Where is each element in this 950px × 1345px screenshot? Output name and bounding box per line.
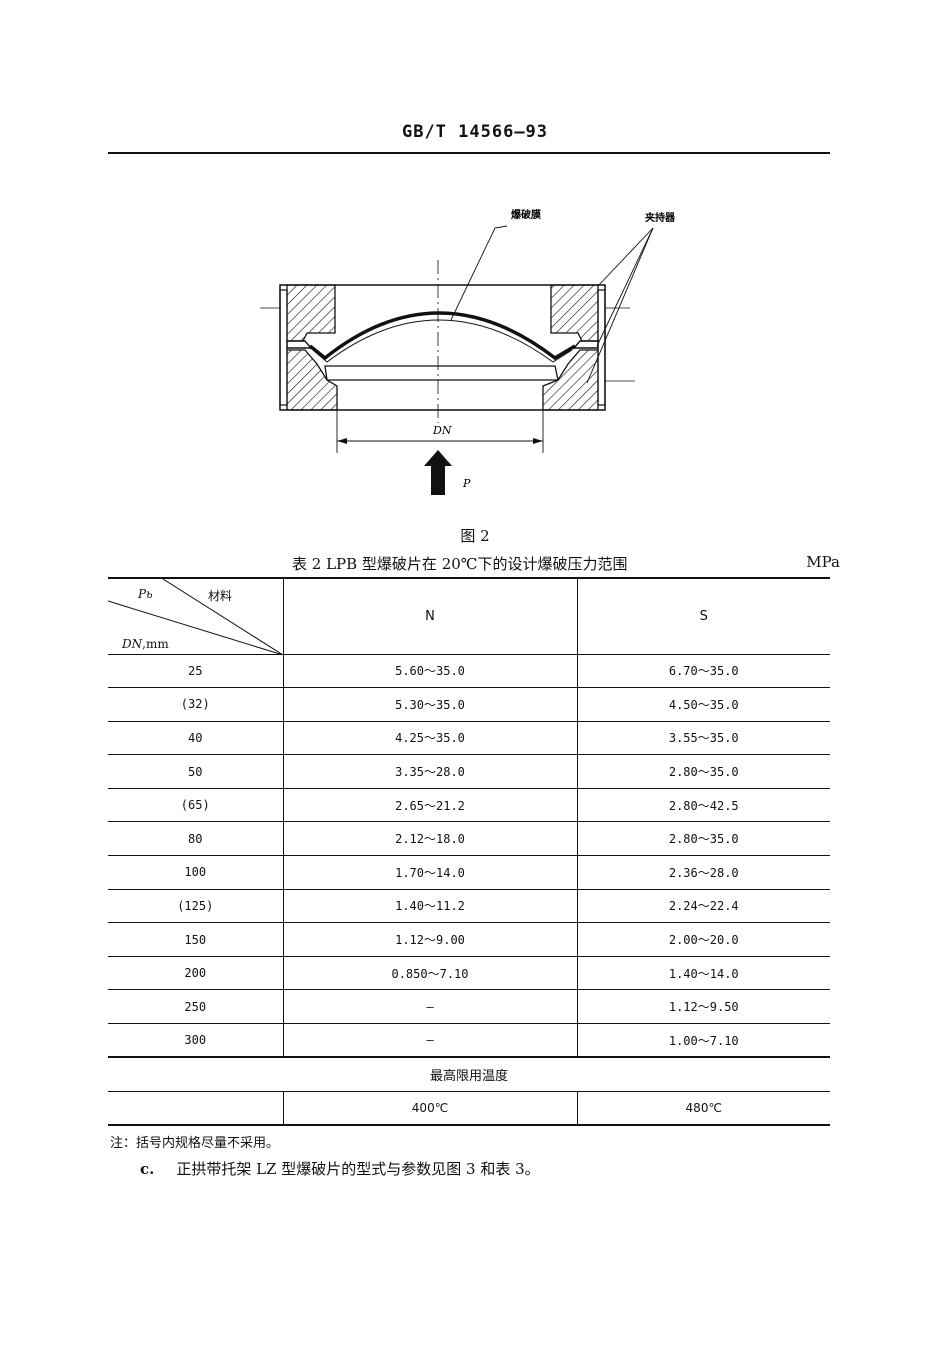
dn-cell: (125) <box>108 888 284 924</box>
s-range-cell: 2.80～35.0 <box>576 754 830 789</box>
item-c-marker: c. <box>140 1160 155 1178</box>
s-range-cell: 2.24～22.4 <box>576 888 830 924</box>
left-upper-holder <box>286 284 336 342</box>
dn-cell: 40 <box>108 720 284 756</box>
membrane-label: 爆破膜 <box>511 208 541 221</box>
corner-cell: Pь 材料 DN,mm <box>108 577 284 655</box>
n-range-cell: 2.65～21.2 <box>282 787 578 823</box>
s-range-cell: 3.55～35.0 <box>576 720 830 756</box>
temp-value-row: 400℃ 480℃ <box>108 1090 830 1127</box>
n-range-cell: — <box>282 1023 578 1059</box>
dn-mm-label: DN,mm <box>122 637 169 651</box>
s-range-cell: 2.80～35.0 <box>576 821 830 857</box>
dn-cell: 80 <box>108 821 284 857</box>
temp-header: 最高限用温度 <box>108 1056 830 1092</box>
n-range-cell: 5.30～35.0 <box>282 687 578 722</box>
item-c: c. 正拱带托架 LZ 型爆破片的型式与参数见图 3 和表 3。 <box>140 1158 540 1179</box>
s-range-cell: 1.40～14.0 <box>576 955 830 991</box>
dn-cell: 200 <box>108 955 284 991</box>
pressure-arrow <box>424 450 452 495</box>
dn-cell: 100 <box>108 855 284 890</box>
n-range-cell: 5.60～35.0 <box>282 653 578 689</box>
material-label: 材料 <box>208 589 233 603</box>
n-range-cell: 1.12～9.00 <box>282 922 578 957</box>
dn-cell: 300 <box>108 1023 284 1059</box>
column-header-s: S <box>576 577 830 655</box>
p-label: P <box>462 477 471 490</box>
item-c-text: 正拱带托架 LZ 型爆破片的型式与参数见图 3 和表 3。 <box>176 1160 540 1178</box>
s-range-cell: 2.00～20.0 <box>576 922 830 957</box>
membrane-dome <box>308 311 576 361</box>
table-title: 表 2 LPB 型爆破片在 20℃下的设计爆破压力范围 <box>292 555 628 573</box>
n-range-cell: 3.35～28.0 <box>282 754 578 789</box>
s-range-cell: 1.12～9.50 <box>576 989 830 1025</box>
table-note: 注：括号内规格尽量不采用。 <box>110 1136 280 1151</box>
table-header-row: Pь 材料 DN,mm N S <box>108 577 830 655</box>
pb-label: Pь <box>138 587 153 601</box>
s-range-cell: 2.80～42.5 <box>576 787 830 823</box>
n-range-cell: 0.850～7.10 <box>282 955 578 991</box>
right-upper-holder <box>550 284 599 342</box>
dn-label: DN <box>432 424 452 437</box>
s-range-cell: 4.50～35.0 <box>576 687 830 722</box>
column-header-n: N <box>282 577 578 655</box>
dn-cell: (32) <box>108 687 284 722</box>
rupture-disc-diagram: DN P 爆破膜 夹持器 <box>260 208 676 495</box>
table-row: 300—1.00～7.10 <box>108 1023 830 1059</box>
table-row: 250—1.12～9.50 <box>108 989 830 1025</box>
dn-cell: 150 <box>108 922 284 957</box>
corner-diagonals <box>108 579 283 655</box>
temp-value-n: 400℃ <box>282 1090 578 1127</box>
n-range-cell: — <box>282 989 578 1025</box>
dn-cell: (65) <box>108 787 284 823</box>
left-lower-holder <box>286 349 338 411</box>
s-range-cell: 1.00～7.10 <box>576 1023 830 1059</box>
dn-cell: 25 <box>108 653 284 689</box>
header-rule <box>108 152 830 154</box>
n-range-cell: 1.70～14.0 <box>282 855 578 890</box>
n-range-cell: 1.40～11.2 <box>282 888 578 924</box>
standard-header: GB/T 14566—93 <box>401 122 549 142</box>
table-unit: MPa <box>806 553 840 571</box>
temp-blank-cell <box>108 1090 284 1127</box>
s-range-cell: 2.36～28.0 <box>576 855 830 890</box>
dn-cell: 50 <box>108 754 284 789</box>
dn-cell: 250 <box>108 989 284 1025</box>
temp-header-row: 最高限用温度 <box>108 1056 830 1092</box>
temp-value-s: 480℃ <box>576 1090 830 1127</box>
right-lower-holder <box>542 349 599 411</box>
figure-caption: 图 2 <box>460 527 490 545</box>
figure-2-drawing: DN P 爆破膜 夹持器 <box>255 198 695 512</box>
s-range-cell: 6.70～35.0 <box>576 653 830 689</box>
n-range-cell: 2.12～18.0 <box>282 821 578 857</box>
holder-label: 夹持器 <box>645 211 676 224</box>
n-range-cell: 4.25～35.0 <box>282 720 578 756</box>
